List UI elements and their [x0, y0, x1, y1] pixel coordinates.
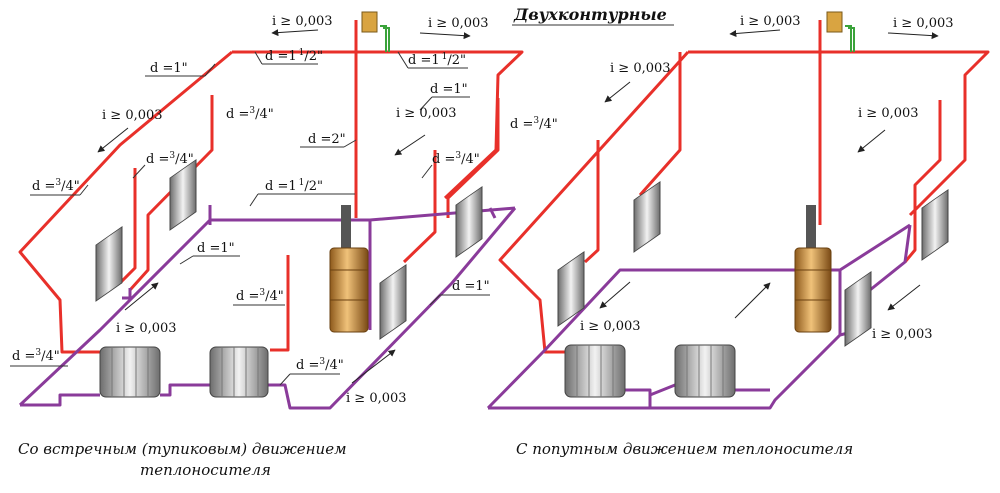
left-labels: i ≥ 0,003 i ≥ 0,003 i ≥ 0,003 i ≥ 0,003 … — [12, 14, 558, 406]
svg-text:d =3/4": d =3/4" — [32, 178, 80, 194]
slope-label: i ≥ 0,003 — [893, 16, 954, 31]
slope-label: i ≥ 0,003 — [396, 106, 457, 121]
caption-right: С попутным движением теплоносителя — [516, 440, 853, 458]
svg-text:d =3/4": d =3/4" — [432, 151, 480, 167]
slope-label: i ≥ 0,003 — [872, 327, 933, 342]
right-expansion-tank — [826, 11, 855, 52]
diameter-label-3-4: d =3/4" — [226, 106, 274, 122]
svg-text:d =11/2": d =11/2" — [408, 52, 466, 68]
right-radiators — [557, 180, 949, 398]
radiator — [633, 180, 661, 253]
caption-left-line2: теплоносителя — [140, 461, 271, 479]
svg-text:d =3/4": d =3/4" — [12, 348, 60, 364]
right-supply-pipes — [498, 20, 990, 354]
radiator — [921, 188, 949, 261]
diameter-label-3-4: d =3/4" — [32, 178, 80, 194]
svg-text:d =11/2": d =11/2" — [265, 48, 323, 64]
svg-text:d =3/4": d =3/4" — [510, 116, 558, 132]
slope-label: i ≥ 0,003 — [858, 106, 919, 121]
slope-label: i ≥ 0,003 — [610, 61, 671, 76]
svg-text:d =3/4": d =3/4" — [226, 106, 274, 122]
radiator — [99, 346, 161, 398]
radiator — [379, 263, 407, 340]
diameter-label-3-4: d =3/4" — [12, 348, 60, 364]
left-radiators — [95, 158, 483, 398]
diameter-label: d =1" — [197, 241, 235, 256]
diameter-label-3-4: d =3/4" — [146, 151, 194, 167]
right-boiler — [794, 205, 832, 333]
left-return-pipes — [18, 205, 517, 410]
slope-label: i ≥ 0,003 — [102, 108, 163, 123]
caption-left-line1: Со встречным (тупиковым) движением — [18, 440, 347, 458]
left-slope-arrows — [97, 29, 471, 384]
radiator — [209, 346, 269, 398]
radiator — [557, 250, 585, 327]
left-boiler — [329, 205, 369, 333]
diameter-label: d =1" — [150, 61, 188, 76]
diagram-title: Двухконтурные — [513, 5, 667, 24]
slope-label: i ≥ 0,003 — [580, 319, 641, 334]
diameter-label-3-4: d =3/4" — [432, 151, 480, 167]
slope-label: i ≥ 0,003 — [272, 14, 333, 29]
svg-text:d =3/4": d =3/4" — [146, 151, 194, 167]
diameter-label: d =1" — [430, 82, 468, 97]
svg-text:d =3/4": d =3/4" — [236, 288, 284, 304]
svg-text:d =11/2": d =11/2" — [265, 178, 323, 194]
left-expansion-tank — [361, 11, 390, 52]
radiator — [95, 225, 123, 302]
slope-label: i ≥ 0,003 — [346, 391, 407, 406]
diameter-label-3-4: d =3/4" — [236, 288, 284, 304]
right-slope-arrows — [599, 29, 939, 319]
slope-label: i ≥ 0,003 — [428, 16, 489, 31]
left-leader-lines — [10, 51, 490, 386]
svg-text:d =3/4": d =3/4" — [296, 357, 344, 373]
radiator — [169, 158, 197, 231]
radiator — [455, 185, 483, 258]
right-system: i ≥ 0,003 i ≥ 0,003 i ≥ 0,003 i ≥ 0,003 … — [486, 11, 990, 410]
diameter-label: d =1" — [452, 279, 490, 294]
radiator — [844, 270, 872, 347]
left-system: i ≥ 0,003 i ≥ 0,003 i ≥ 0,003 i ≥ 0,003 … — [10, 11, 558, 410]
diameter-label-3-4: d =3/4" — [510, 116, 558, 132]
slope-label: i ≥ 0,003 — [740, 14, 801, 29]
diameter-label-3-4: d =3/4" — [296, 357, 344, 373]
left-supply-pipes — [18, 20, 524, 354]
radiator — [674, 344, 736, 398]
diameter-label: d =2" — [308, 132, 346, 147]
right-labels: i ≥ 0,003 i ≥ 0,003 i ≥ 0,003 i ≥ 0,003 … — [580, 14, 954, 342]
radiator — [564, 344, 626, 398]
slope-label: i ≥ 0,003 — [116, 321, 177, 336]
